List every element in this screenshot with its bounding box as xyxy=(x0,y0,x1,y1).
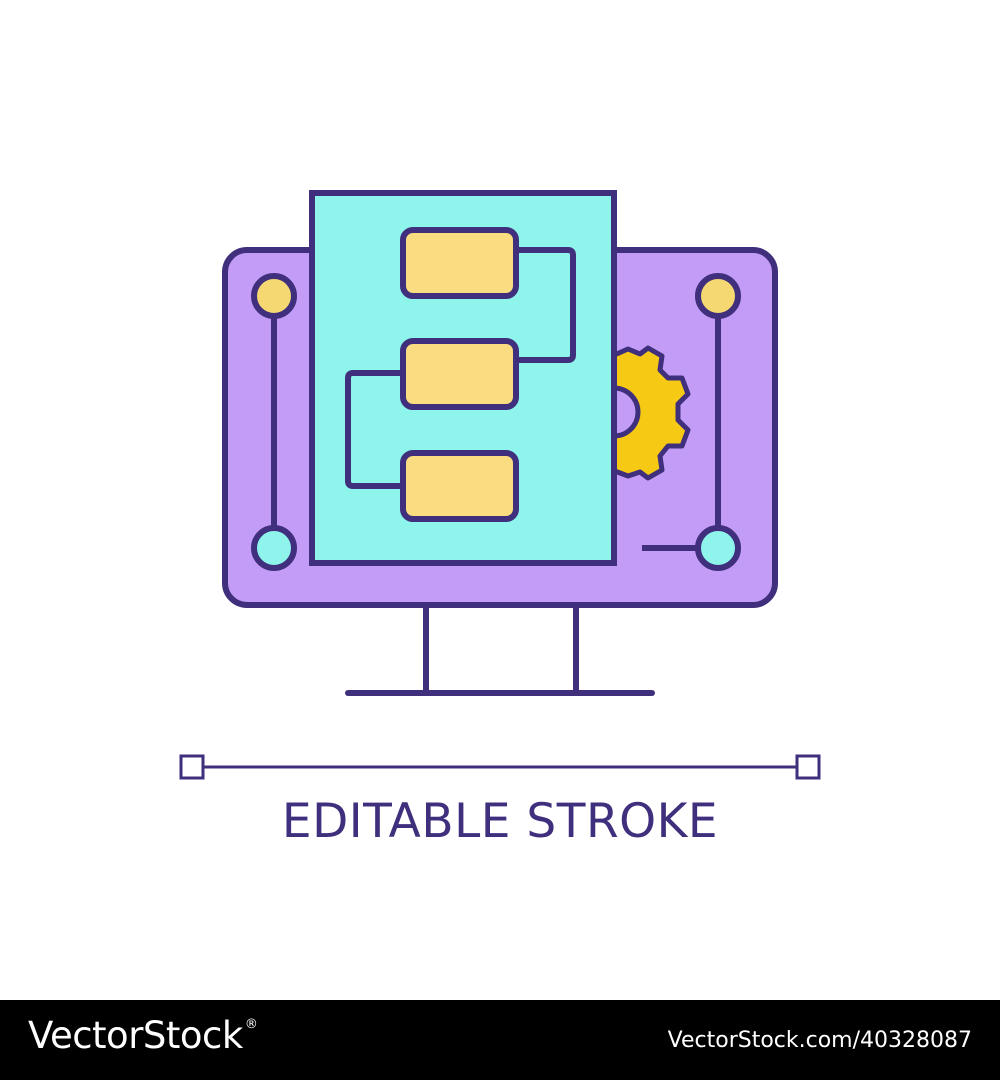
workflow-automation-illustration xyxy=(179,190,821,780)
flow-block-2 xyxy=(400,338,519,410)
editable-stroke-line-icon xyxy=(179,754,821,780)
slider-knob-icon xyxy=(695,525,741,571)
slider-right xyxy=(642,273,741,571)
slider-knob-icon xyxy=(695,273,741,319)
flow-connector-bottom xyxy=(345,370,402,489)
footer-bar: VectorStock® VectorStock.com/40328087 xyxy=(0,1000,1000,1080)
flowchart-document-icon xyxy=(309,190,617,566)
image-url: VectorStock.com/40328087 xyxy=(667,1028,972,1053)
slider-knob-icon xyxy=(251,273,297,319)
flow-connector-top xyxy=(516,247,576,363)
flow-block-1 xyxy=(400,227,519,299)
brand-logo: VectorStock® xyxy=(28,1014,258,1057)
flow-block-3 xyxy=(400,450,519,522)
slider-left xyxy=(251,273,297,571)
slider-knob-icon xyxy=(251,525,297,571)
brand-name: VectorStock xyxy=(28,1014,243,1057)
trademark-symbol: ® xyxy=(244,1017,258,1032)
editable-stroke-caption: EDITABLE STROKE xyxy=(281,794,719,849)
